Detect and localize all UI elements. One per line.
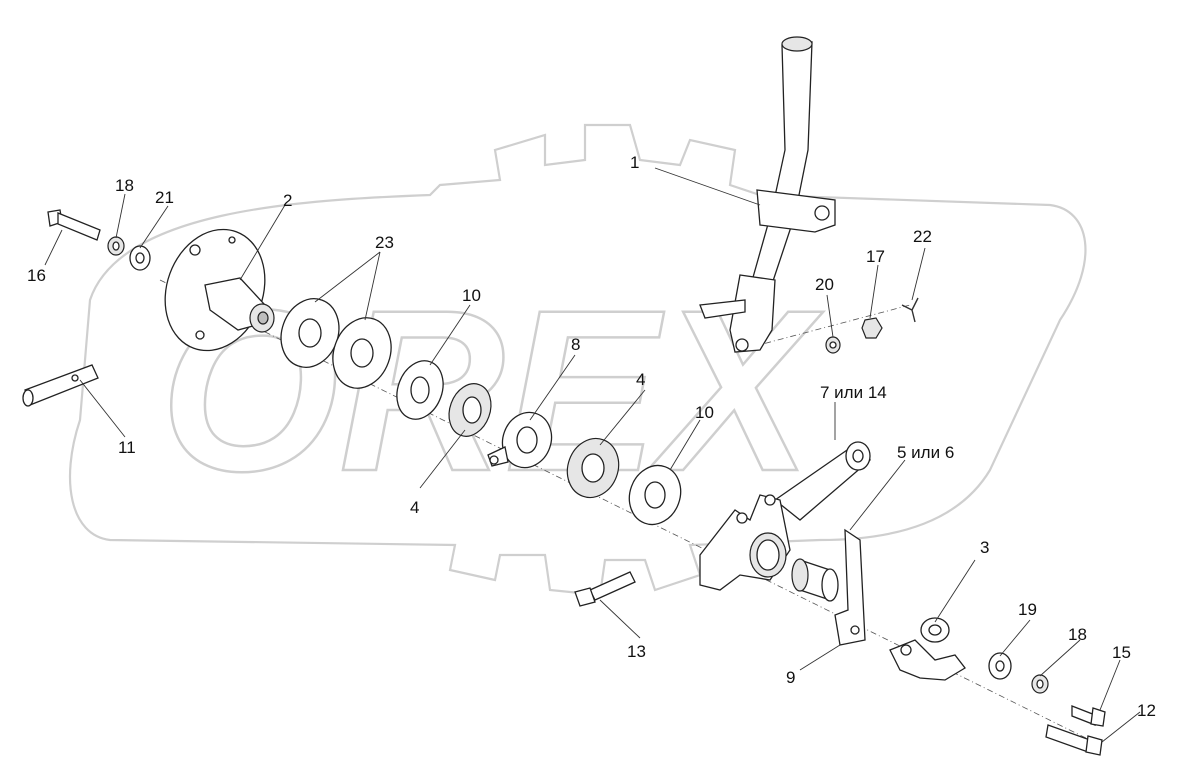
callout-12: 12	[1137, 701, 1156, 720]
callout-11: 11	[118, 438, 136, 457]
callout-5-or-6: 5 или 6	[897, 443, 954, 462]
callout-10-upper: 10	[462, 286, 481, 305]
part-22-cotter-pin	[901, 297, 919, 323]
callout-18-right: 18	[1068, 625, 1087, 644]
callout-21: 21	[155, 188, 174, 207]
part-20-washer	[825, 336, 841, 354]
part-18-washer-left	[107, 236, 125, 256]
callout-19: 19	[1018, 600, 1037, 619]
callout-23: 23	[375, 233, 394, 252]
callout-labels: 1 2 3 4 4 5 или 6 7 или 14 8 9 10 10 11 …	[27, 153, 1156, 720]
callout-13: 13	[627, 642, 646, 661]
part-15-bolt	[1071, 705, 1106, 727]
callout-22: 22	[913, 227, 932, 246]
part-16-bolt	[47, 209, 101, 241]
part-17-nut	[861, 317, 883, 339]
part-10-washer-lower	[628, 464, 682, 526]
callout-18-left: 18	[115, 176, 134, 195]
watermark-gear: OREX	[68, 123, 1087, 597]
part-10-washer-upper	[396, 360, 444, 420]
part-3-yoke	[889, 617, 966, 681]
callout-20: 20	[815, 275, 834, 294]
callout-9: 9	[786, 668, 795, 687]
part-11-pin	[22, 364, 99, 407]
part-8-tab-washer	[487, 411, 553, 469]
part-12-bolt	[1045, 724, 1103, 756]
bushing	[791, 558, 839, 602]
part-18-washer-right	[1031, 674, 1049, 694]
callout-10-lower: 10	[695, 403, 714, 422]
part-2-flange	[164, 228, 275, 352]
part-13-bolt	[574, 571, 636, 607]
part-19-washer	[988, 652, 1012, 680]
callout-3: 3	[980, 538, 989, 557]
part-23-washers	[280, 298, 392, 389]
callout-15: 15	[1112, 643, 1131, 662]
part-1-lever-tube	[699, 36, 836, 353]
upper-assembly-axis	[739, 304, 911, 351]
callout-4-left: 4	[410, 498, 419, 517]
callout-16: 16	[27, 266, 46, 285]
part-7-or-14-arm	[773, 441, 872, 521]
part-4-washer-right	[566, 437, 620, 499]
part-21-washer	[129, 245, 151, 271]
callout-7-or-14: 7 или 14	[820, 383, 887, 402]
callout-8: 8	[571, 335, 580, 354]
callout-17: 17	[866, 247, 885, 266]
callout-2: 2	[283, 191, 292, 210]
callout-4-right: 4	[636, 370, 645, 389]
part-5-or-6-bracket	[699, 494, 791, 591]
leader-lines	[44, 167, 1141, 743]
part-9-plate	[834, 528, 866, 646]
callout-1: 1	[630, 153, 639, 172]
